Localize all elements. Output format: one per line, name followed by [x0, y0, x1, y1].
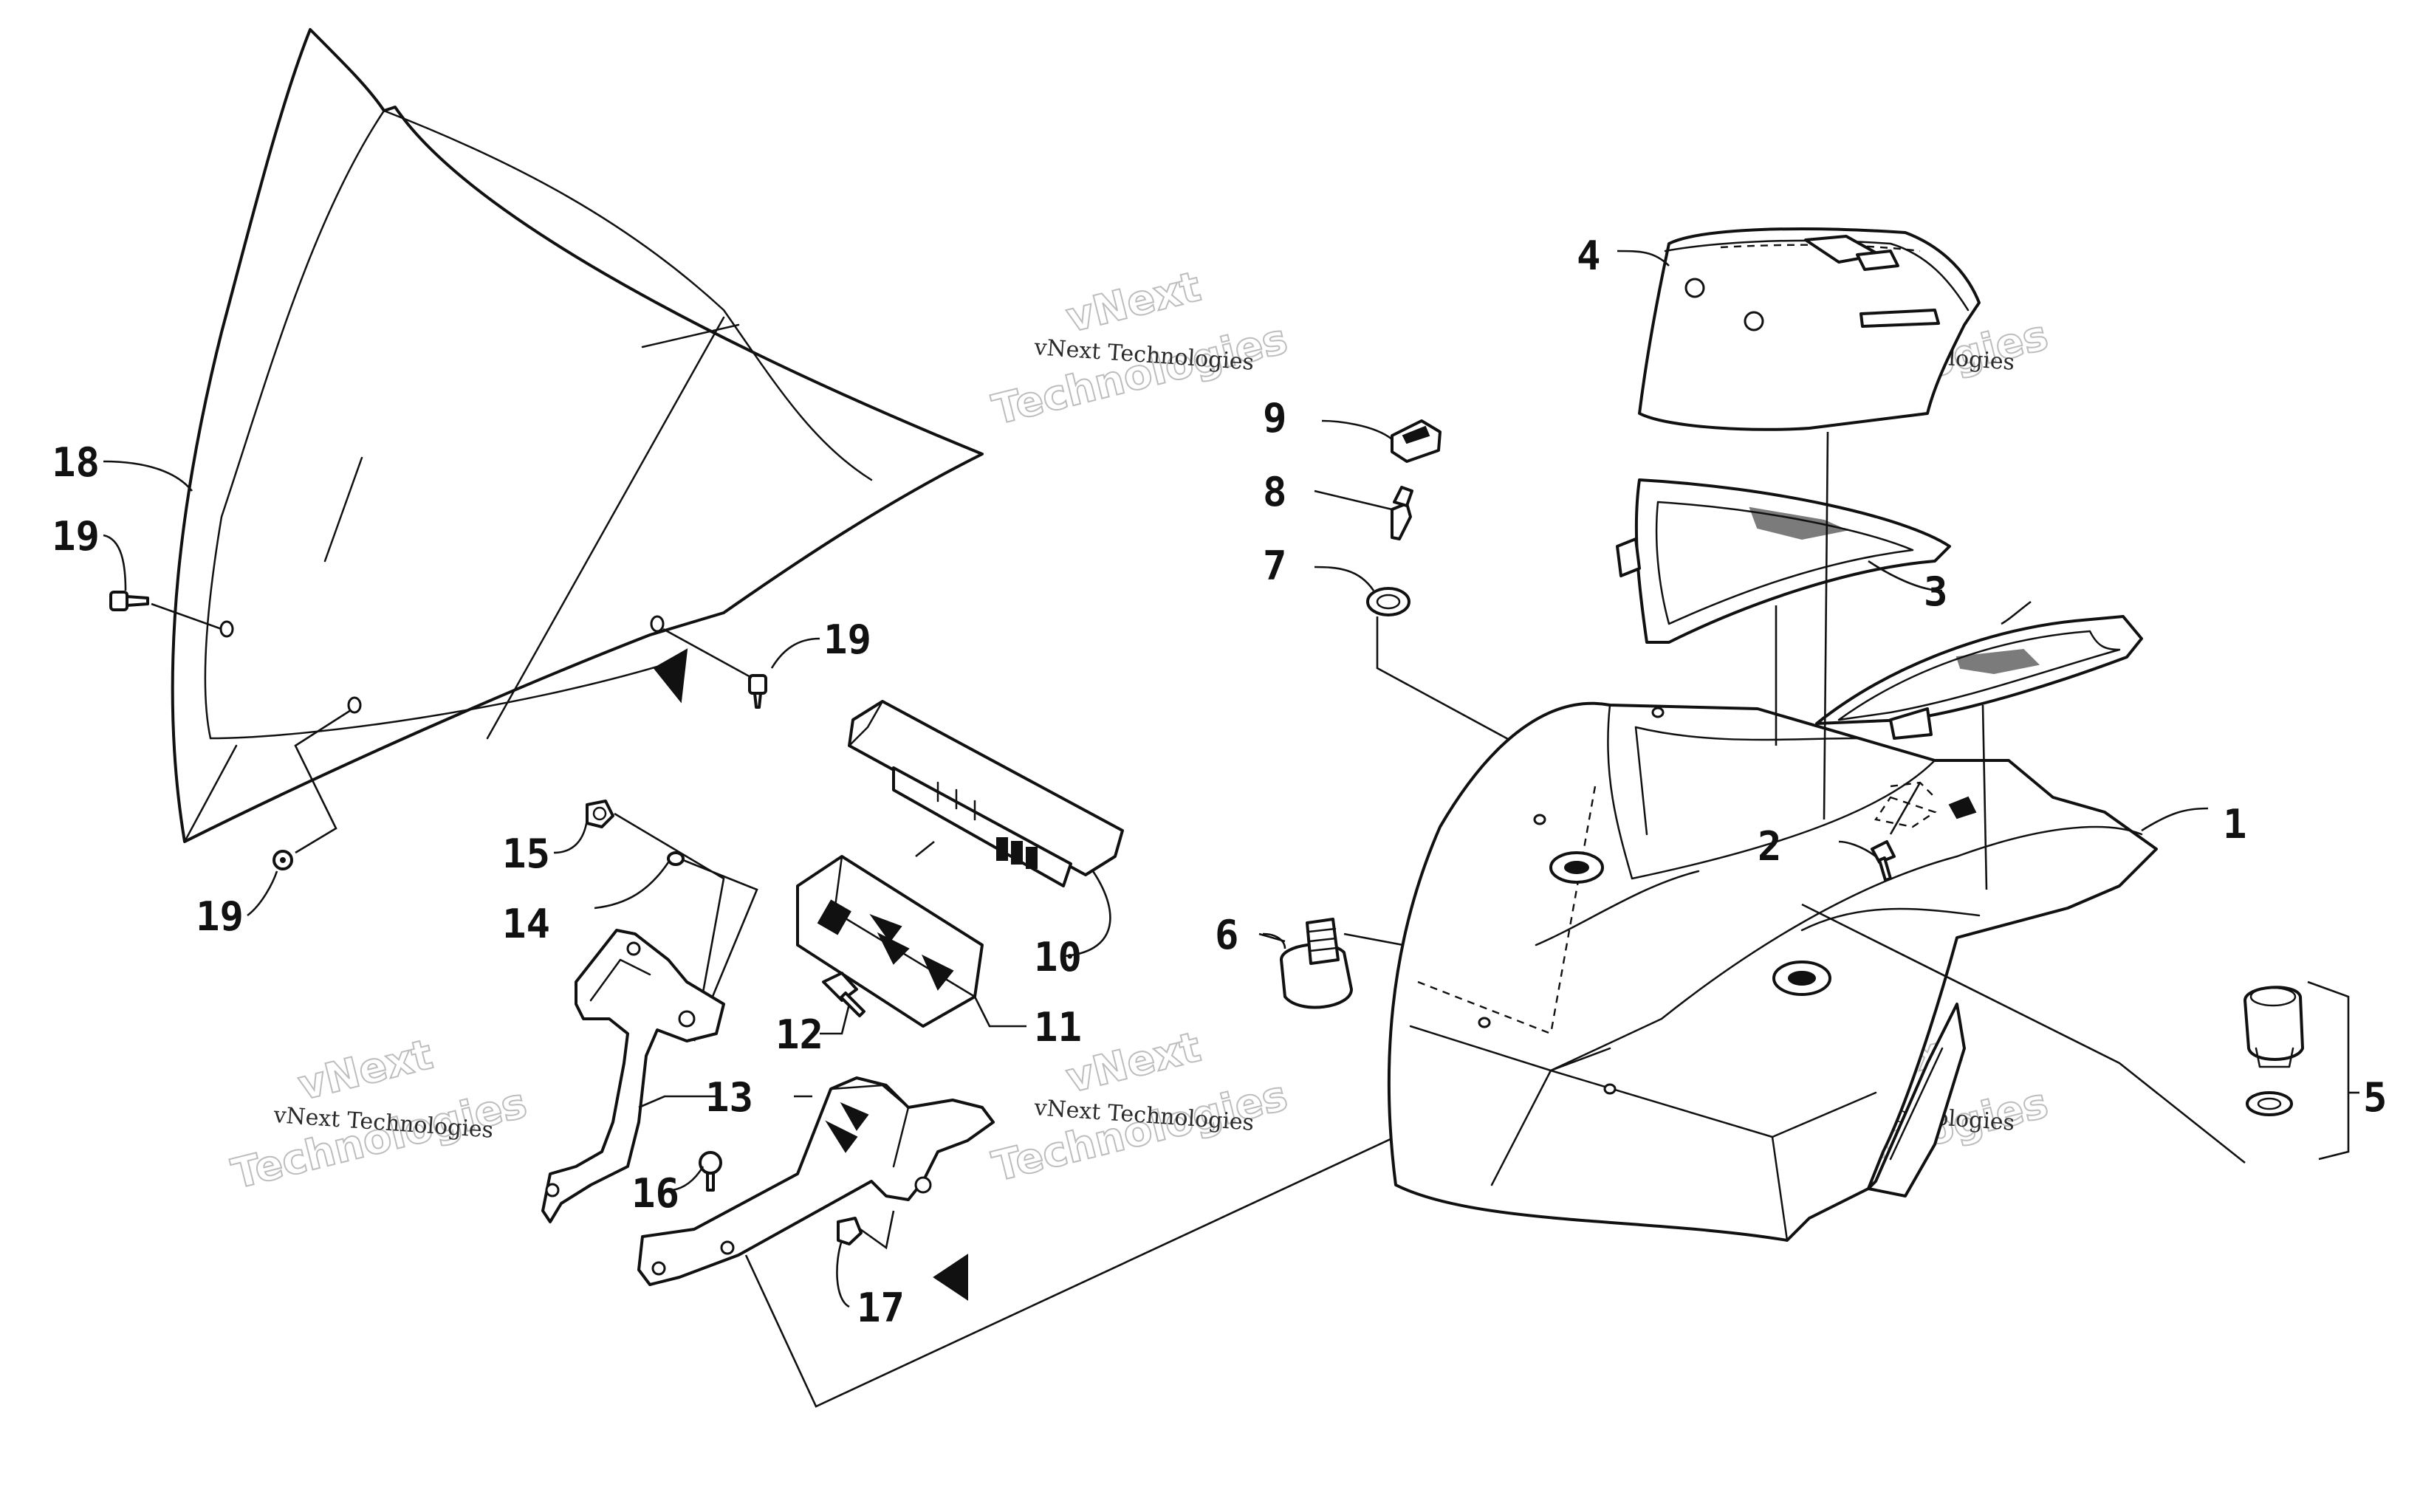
callout-5: 5: [2363, 1074, 2388, 1121]
leader-19-left: [103, 534, 127, 591]
nut-part-17: [836, 1210, 895, 1308]
svg-text:vNext: vNext: [1062, 263, 1206, 343]
storage-bag-part-4: [1617, 227, 1981, 431]
hood-part-1: [1387, 701, 2246, 1242]
leader-6: [1262, 932, 1286, 949]
svg-text:vNext: vNext: [1062, 1023, 1206, 1103]
callout-6: 6: [1215, 912, 1239, 958]
leader-panel-right: [1981, 704, 1988, 890]
leader-19-bottom: [247, 870, 278, 917]
screw-part-19-left: [109, 591, 222, 630]
nut-part-15: [553, 800, 725, 1042]
washer-part-14: [594, 851, 758, 1042]
ignition-switch-part-6: [1258, 918, 1404, 1009]
callout-12: 12: [775, 1011, 823, 1058]
leader-18: [103, 460, 193, 492]
watermark-bottom-left: vNext Technologies vNext Technologies: [227, 1030, 532, 1200]
bracket-part-13-right: [637, 1076, 995, 1301]
panel-part-3-left: [1616, 478, 1951, 644]
leader-bag: [1823, 431, 1829, 820]
callout-16: 16: [631, 1170, 679, 1217]
bracket-part-13-left: [541, 929, 725, 1223]
callout-15: 15: [502, 831, 550, 877]
leader-19-right: [770, 637, 820, 669]
callout-3: 3: [1924, 568, 1948, 615]
panel-part-3-right: [1815, 600, 2143, 740]
callout-14: 14: [502, 901, 550, 947]
key-part-8: [1314, 486, 1413, 540]
gauge-part-10: [848, 700, 1124, 958]
callout-18: 18: [52, 439, 100, 486]
callout-labels: 1 2 3 4 5 6 7 8 9 10 11 12 13 14 15 16 1…: [52, 233, 2388, 1331]
callout-13: 13: [705, 1074, 753, 1121]
bolt-part-12: [820, 972, 865, 1035]
arrow-icon: [933, 1254, 968, 1301]
screw-part-19-right: [662, 628, 767, 709]
screw-part-2: [1838, 781, 1936, 882]
callout-10: 10: [1034, 934, 1082, 980]
callout-4: 4: [1577, 233, 1601, 279]
callout-19-right: 19: [823, 616, 871, 663]
watermark-top-center: vNext Technologies vNext Technologies: [987, 262, 1293, 436]
windshield-part-18: [171, 28, 984, 843]
callout-1: 1: [2223, 801, 2247, 848]
callout-19-bottom: 19: [196, 893, 244, 940]
callout-7: 7: [1263, 543, 1287, 589]
arrow-icon: [653, 648, 688, 704]
screw-part-16: [671, 1151, 722, 1192]
callout-17: 17: [857, 1285, 905, 1331]
callout-19: 19: [52, 513, 100, 560]
washer-part-19-bottom: [272, 709, 352, 870]
leader-bracket-to-hood: [744, 1032, 1618, 1408]
power-outlet-part-5: [2244, 980, 2359, 1161]
callout-8: 8: [1263, 469, 1287, 515]
svg-text:vNext: vNext: [294, 1031, 438, 1110]
callout-9: 9: [1263, 395, 1287, 441]
callout-2: 2: [1758, 823, 1782, 870]
callout-11: 11: [1034, 1004, 1082, 1051]
key-cap-part-9: [1321, 419, 1442, 463]
gauge-bracket-part-11: [796, 840, 1026, 1028]
